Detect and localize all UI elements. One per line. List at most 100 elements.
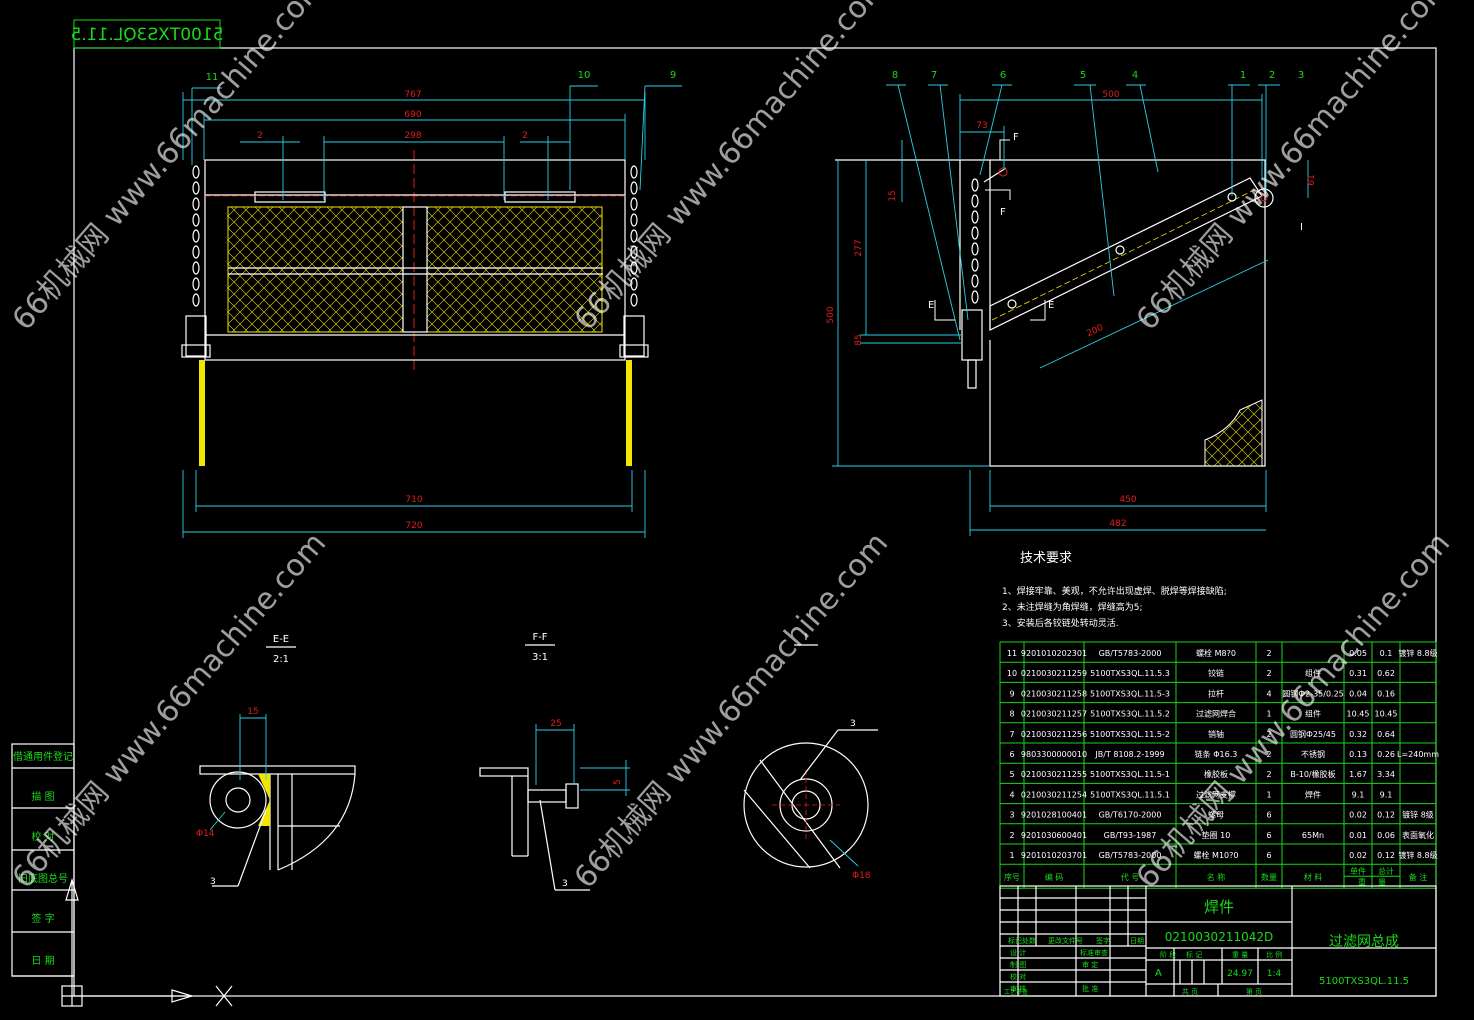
bom-header-7: 总计 — [1378, 866, 1394, 876]
bom-cell-5-0: 5 — [1009, 770, 1014, 779]
dim-690: 690 — [404, 110, 421, 120]
tb-row-3: 审 核 — [1010, 984, 1026, 993]
i-dia: Φ18 — [852, 871, 871, 881]
side-label-5: 日 期 — [31, 955, 54, 967]
bom-cell-11-3: 螺栓 M8?0 — [1196, 648, 1236, 658]
tb-stage-3: 比 例 — [1266, 950, 1282, 959]
bom-cell-9-7: 0.16 — [1377, 689, 1395, 698]
tb-col-1: 处数 — [1022, 936, 1036, 945]
ee-label: E-E — [273, 634, 289, 645]
detail-ff: F-F 3:1 25 5 3 — [479, 632, 630, 891]
bom-header-1: 编 码 — [1045, 872, 1064, 882]
ff-dim5: 5 — [613, 779, 623, 785]
bom-cell-8-7: 10.45 — [1375, 710, 1398, 719]
dim-277: 277 — [854, 239, 864, 256]
bom-cell-10-0: 10 — [1007, 669, 1017, 678]
ff-weld: 3 — [562, 879, 568, 889]
bom-cell-1-1: 9201010203701 — [1021, 851, 1087, 860]
bom-cell-6-4: 2 — [1266, 750, 1271, 759]
bom-cell-9-0: 9 — [1009, 689, 1014, 698]
bom-cell-3-7: 0.12 — [1377, 811, 1395, 820]
bom-cell-5-2: 5100TXS3QL.11.5-1 — [1090, 770, 1170, 779]
side-label-2: 校 对 — [31, 830, 54, 843]
tech-item-3: 3、安装后各铰链处转动灵活. — [1002, 617, 1119, 629]
tb-mid-0: 标准审查 — [1080, 948, 1108, 957]
bom-cell-1-4: 6 — [1266, 851, 1271, 860]
bom-cell-1-7: 0.12 — [1377, 851, 1395, 860]
bom-header-4: 数量 — [1261, 872, 1277, 882]
bom-header-6: 单件 — [1350, 866, 1366, 876]
section-e-right: E — [1048, 300, 1054, 311]
tb-sheet-total: 共 页 — [1182, 987, 1198, 996]
bom-cell-5-4: 2 — [1266, 770, 1271, 779]
bom-cell-2-5: 65Mn — [1302, 831, 1324, 840]
dim-767: 767 — [404, 90, 421, 100]
ff-scale: 3:1 — [532, 652, 548, 663]
bom-cell-4-7: 9.1 — [1380, 790, 1393, 799]
balloon-2: 2 — [1269, 70, 1275, 81]
dim-61: 61 — [1307, 174, 1317, 185]
bom-cell-11-2: GB/T5783-2000 — [1099, 649, 1162, 658]
tb-row-2: 校 对 — [1010, 972, 1026, 981]
watermark-6: 66机械网 www.66machine.com — [1130, 526, 1457, 895]
bom-cell-6-2: JB/T 8108.2-1999 — [1094, 750, 1164, 759]
bom-cell-9-6: 0.04 — [1349, 689, 1367, 698]
balloon-10: 10 — [578, 70, 591, 81]
dim-200: 200 — [1085, 323, 1105, 339]
drawing-frame — [73, 47, 1437, 997]
bom-header-sub-1: 量 — [1378, 878, 1386, 887]
dim-450: 450 — [1119, 495, 1136, 505]
dim-15: 15 — [888, 190, 898, 201]
bom-cell-6-7: 0.26 — [1377, 750, 1395, 759]
side-view: 500 73 15 277 500 85 61 200 450 482 F F … — [826, 70, 1317, 536]
bom-cell-3-3: 螺母 — [1208, 810, 1224, 820]
section-e-left: E — [928, 300, 934, 311]
bom-cell-8-3: 过滤网焊合 — [1196, 709, 1236, 719]
bom-cell-6-3: 链条 Φ16.3 — [1195, 749, 1238, 759]
tb-sheet-no: 第 页 — [1246, 987, 1262, 996]
side-panel: 借通用件登记 描 图 校 对 旧底图总号 签 字 日 期 — [11, 743, 75, 977]
bom-cell-7-6: 0.32 — [1349, 730, 1367, 739]
balloon-11: 11 — [206, 72, 219, 83]
detail-ee: E-E 2:1 15 Φ14 3 — [196, 634, 356, 887]
tb-row-4: 工艺审查 — [1004, 988, 1028, 996]
tb-stage-0: 阶 段 — [1160, 950, 1176, 959]
tb-mid-1: 审 定 — [1082, 960, 1098, 969]
bom-cell-7-0: 7 — [1009, 730, 1014, 739]
bom-cell-2-8: 表面氧化 — [1402, 830, 1434, 840]
tb-weight: 24.97 — [1227, 969, 1253, 979]
bom-cell-4-2: 5100TXS3QL.11.5.1 — [1090, 790, 1170, 799]
section-f-top: F — [1013, 132, 1019, 143]
bom-cell-10-3: 铰链 — [1208, 668, 1224, 678]
tb-row-0: 设 计 — [1010, 948, 1026, 957]
balloon-4: 4 — [1132, 70, 1138, 81]
tech-item-2: 2、未注焊缝为角焊缝，焊缝高为5; — [1002, 601, 1143, 613]
bom-cell-3-4: 6 — [1266, 811, 1271, 820]
side-label-4: 签 字 — [31, 912, 54, 925]
bom-cell-2-1: 9201030600401 — [1021, 831, 1087, 840]
tb-stage-1: 标 记 — [1186, 950, 1202, 959]
tb-stage-value: A — [1155, 968, 1162, 979]
dim-720: 720 — [405, 521, 422, 531]
ee-scale: 2:1 — [273, 654, 289, 665]
bom-cell-3-6: 0.02 — [1349, 811, 1367, 820]
tech-title: 技术要求 — [1020, 551, 1072, 566]
bom-header-sub-0: 重 — [1358, 877, 1366, 887]
bom-cell-10-4: 2 — [1266, 669, 1271, 678]
ff-dim25: 25 — [550, 719, 561, 729]
bom-cell-6-0: 6 — [1009, 750, 1014, 759]
balloon-8: 8 — [892, 70, 898, 81]
dim-2a: 2 — [257, 131, 263, 141]
bom-cell-11-1: 9201010202301 — [1021, 649, 1087, 658]
mirrored-code: 5100TXS3QL.11.5 — [70, 25, 223, 45]
bom-cell-4-6: 9.1 — [1352, 790, 1365, 799]
bom-cell-1-0: 1 — [1009, 851, 1014, 860]
bom-cell-8-4: 1 — [1266, 710, 1271, 719]
bom-cell-4-4: 1 — [1266, 790, 1271, 799]
tech-item-1: 1、焊接牢靠、美观，不允许出现虚焊、脱焊等焊接缺陷; — [1002, 585, 1227, 597]
dim-298: 298 — [404, 131, 421, 141]
bom-header-5: 材 料 — [1304, 872, 1323, 882]
side-label-0: 借通用件登记 — [13, 750, 73, 763]
bom-cell-8-5: 组件 — [1305, 709, 1321, 719]
